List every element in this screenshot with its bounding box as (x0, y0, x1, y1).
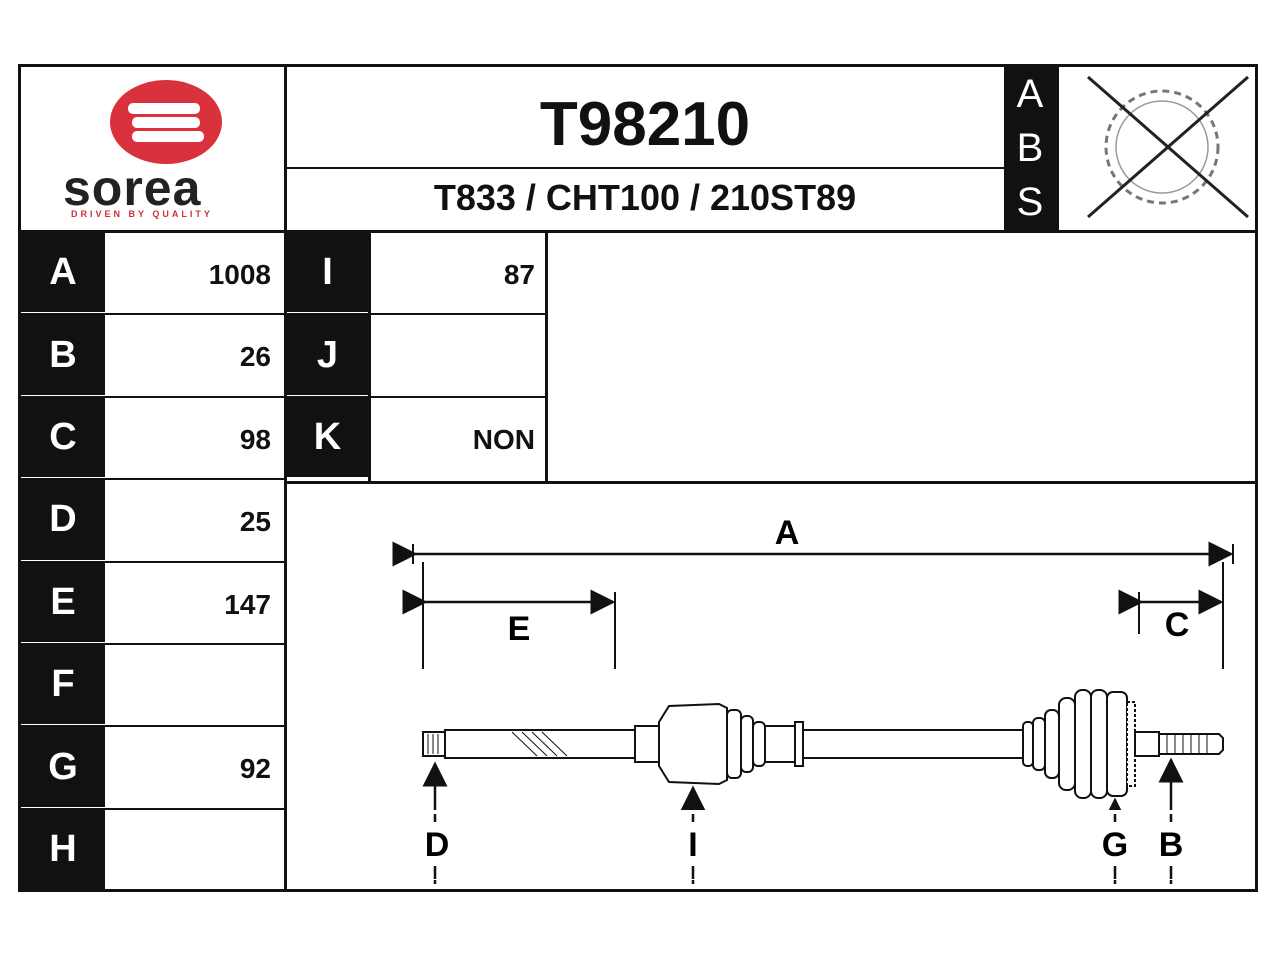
dim-letter-g: G (21, 727, 105, 807)
abs-letter-s: S (1016, 180, 1044, 225)
dim-letter-j: J (287, 315, 368, 395)
dim-letter-d: D (21, 480, 105, 560)
dim-value-a: 1008 (208, 259, 271, 290)
dim-value-k: NON (472, 423, 535, 455)
dim-letter-e: E (21, 562, 105, 642)
sorea-s-icon (110, 80, 222, 164)
dim-value-e: 147 (224, 588, 271, 620)
dim-value-c: 98 (239, 423, 271, 455)
part-number: T98210 (539, 90, 751, 159)
dim-value-g: 92 (239, 753, 271, 785)
abs-letter-b: B (1016, 125, 1044, 170)
dim-value-i: 87 (503, 259, 535, 290)
label-e: E (508, 610, 531, 648)
label-g: G (1102, 826, 1128, 864)
brand-logo: sorea DRIVEN BY QUALITY (21, 67, 284, 230)
brand-tagline: DRIVEN BY QUALITY (71, 209, 213, 219)
label-c: C (1165, 606, 1190, 644)
label-i: I (688, 826, 697, 864)
label-d: D (425, 826, 450, 864)
dim-letter-h: H (21, 809, 105, 890)
dim-letter-c: C (21, 397, 105, 478)
brand-name: sorea (63, 160, 202, 216)
label-a: A (775, 514, 800, 552)
drive-shaft-drawing: A E C (392, 514, 1234, 884)
cross-references: T833 / CHT100 / 210ST89 (433, 177, 857, 218)
dim-letter-b: B (21, 315, 105, 395)
label-b: B (1159, 826, 1184, 864)
spec-sheet: sorea DRIVEN BY QUALITY T98210 T833 / CH… (18, 64, 1258, 892)
dim-letter-i: I (287, 233, 368, 313)
dim-letter-f: F (21, 645, 105, 725)
dim-value-d: 25 (239, 506, 271, 538)
dim-letter-a: A (21, 233, 105, 313)
abs-letter-a: A (1016, 71, 1044, 116)
abs-ring-crossed-icon (1087, 75, 1249, 219)
dim-letter-k: K (287, 397, 368, 478)
abs-label: A B S (1004, 67, 1056, 230)
dim-value-b: 26 (239, 341, 271, 373)
